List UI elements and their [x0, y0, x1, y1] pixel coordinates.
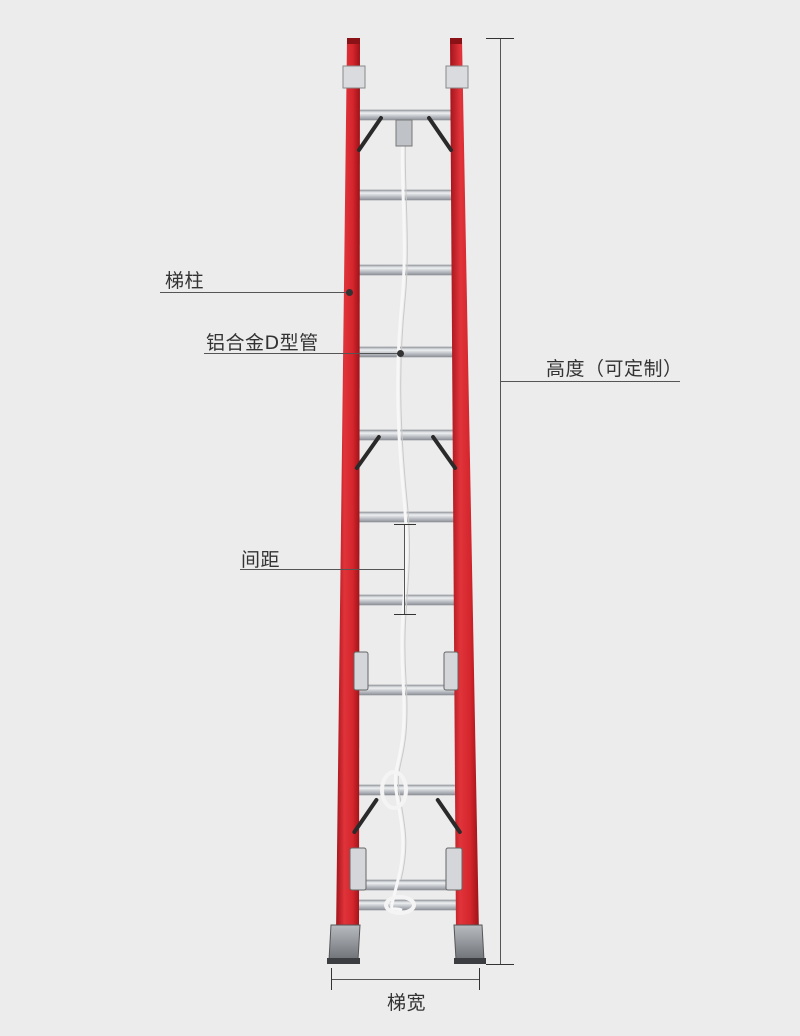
ladder-rung	[349, 346, 463, 358]
rope-shadow	[397, 127, 411, 881]
ladder-rung	[348, 429, 464, 441]
height-leader-line	[500, 381, 680, 382]
ladder-rung	[350, 109, 460, 121]
rope-knot	[380, 770, 408, 810]
right-foot-pad	[454, 958, 486, 964]
spacing-bottom-tick	[394, 614, 416, 615]
right-top-hinge	[445, 65, 469, 89]
left-foot	[328, 924, 361, 961]
right-top-cap	[450, 38, 462, 44]
spacing-dimension-line	[404, 524, 405, 614]
width-dimension-line	[331, 979, 479, 980]
right-diagonal-bracket	[427, 116, 454, 152]
rail-marker-dot	[346, 289, 353, 296]
rung-tube-leader-line	[204, 353, 400, 354]
left-diagonal-bracket	[354, 435, 381, 470]
rail-leader-line	[160, 292, 350, 293]
ladder-rung	[345, 899, 470, 911]
ladder-rung	[350, 189, 461, 201]
rung-tube-marker-dot	[397, 350, 404, 357]
right-diagonal-bracket	[431, 435, 458, 470]
left-diagonal-bracket	[356, 116, 383, 152]
left-top-cap	[347, 38, 360, 44]
rung-tube-label: 铝合金D型管	[206, 332, 319, 354]
rung-locks-lower	[349, 847, 463, 891]
height-top-tick	[486, 38, 514, 39]
spacing-top-tick	[394, 524, 416, 525]
left-foot-pad	[327, 958, 360, 964]
top-pulley	[395, 119, 413, 147]
width-left-tick	[331, 968, 332, 990]
right-foot	[453, 924, 485, 961]
width-label: 梯宽	[387, 992, 427, 1014]
width-right-tick	[479, 968, 480, 990]
rope-knot-lower	[384, 895, 416, 915]
rung-locks-upper	[353, 651, 459, 691]
left-rail	[336, 40, 360, 935]
left-diagonal-bracket	[352, 798, 379, 834]
right-diagonal-bracket	[435, 798, 462, 834]
height-dimension-line	[500, 38, 501, 964]
rope	[390, 127, 409, 912]
rail-label: 梯柱	[165, 270, 205, 292]
left-top-hinge	[342, 65, 366, 89]
spacing-leader-line	[240, 569, 405, 570]
right-rail	[450, 40, 479, 935]
diagonal-brackets	[352, 116, 462, 834]
spacing-label: 间距	[241, 549, 281, 571]
height-bottom-tick	[486, 964, 514, 965]
height-label: 高度（可定制）	[546, 358, 683, 380]
